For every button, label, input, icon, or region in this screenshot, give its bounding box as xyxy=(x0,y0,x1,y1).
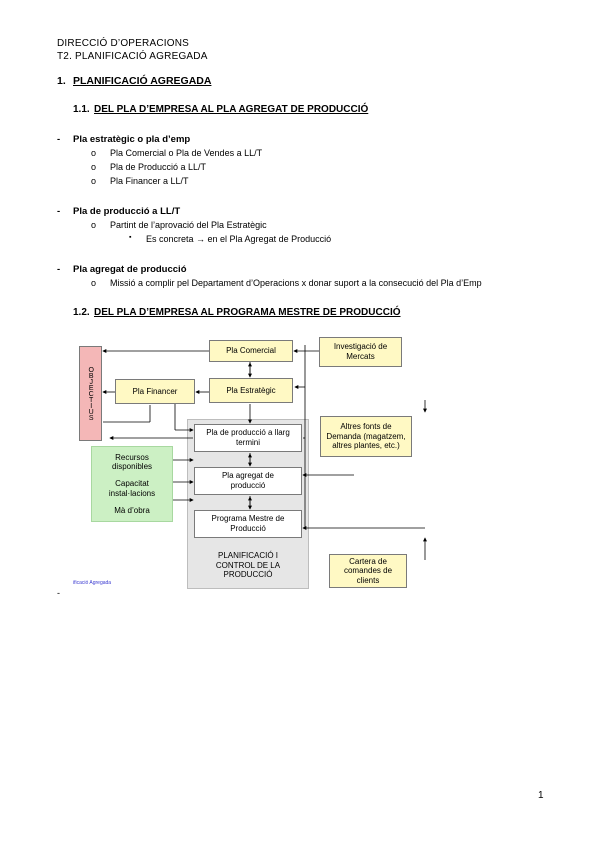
header-line-2: T2. PLANIFICACIÓ AGREGADA xyxy=(57,51,208,62)
pla-comercial-label: Pla Comercial xyxy=(226,346,276,356)
capacitat-label: Capacitat instal·lacions xyxy=(108,479,156,498)
planificacio-control-label: PLANIFICACIÓ I CONTROL DE LA PRODUCCIÓ xyxy=(215,551,281,580)
section-1-1-title: DEL PLA D’EMPRESA AL PLA AGREGAT DE PROD… xyxy=(94,104,369,115)
objectius-box: OBJECTIUS xyxy=(79,346,102,441)
list-subitem: Pla Financer a LL/T xyxy=(110,176,189,186)
list-subitem: Missió a complir pel Departament d’Opera… xyxy=(110,278,482,288)
ma-obra-label: Mà d’obra xyxy=(114,505,150,515)
pla-estrategic-label: Pla Estratègic xyxy=(226,385,276,395)
pla-estrategic-box: Pla Estratègic xyxy=(209,378,293,403)
objectius-label: OBJECTIUS xyxy=(87,366,95,421)
pla-llarg-termini-box: Pla de producció a llarg termini xyxy=(194,424,302,452)
recursos-box: Recursos disponibles Capacitat instal·la… xyxy=(91,446,173,522)
circle-bullet: o xyxy=(91,162,97,172)
list-subitem: Pla de Producció a LL/T xyxy=(110,162,207,172)
trailing-dash: - xyxy=(57,588,60,598)
header-line-1: DIRECCIÓ D’OPERACIONS xyxy=(57,38,189,49)
list-subitem: Partint de l’aprovació del Pla Estratègi… xyxy=(110,220,267,230)
list-dash: - xyxy=(57,264,61,275)
recursos-label: Recursos disponibles xyxy=(111,452,153,472)
pla-financer-label: Pla Financer xyxy=(132,386,178,396)
pla-agregat-label: Pla agregat de producció xyxy=(221,471,275,490)
list-item-title: Pla agregat de producció xyxy=(73,264,187,275)
list-dash: - xyxy=(57,134,61,145)
altres-fonts-label: Altres fonts de Demanda (magatzem, altre… xyxy=(326,422,406,451)
section-1-2-number: 1.2. xyxy=(73,307,90,318)
investigacio-mercats-box: Investigació de Mercats xyxy=(319,337,402,367)
section-1-title: PLANIFICACIÓ AGREGADA xyxy=(73,75,212,87)
circle-bullet: o xyxy=(91,148,97,158)
list-subsubitem: Es concreta → en el Pla Agregat de Produ… xyxy=(146,234,332,244)
square-bullet: ▪ xyxy=(129,234,132,241)
list-subitem: Pla Comercial o Pla de Vendes a LL/T xyxy=(110,148,263,158)
pla-comercial-box: Pla Comercial xyxy=(209,340,293,362)
list-item-title: Pla estratègic o pla d’emp xyxy=(73,134,191,145)
altres-fonts-box: Altres fonts de Demanda (magatzem, altre… xyxy=(320,416,412,457)
investigacio-mercats-label: Investigació de Mercats xyxy=(333,342,388,361)
programa-mestre-label: Programa Mestre de Producció xyxy=(211,514,285,533)
pla-agregat-box: Pla agregat de producció xyxy=(194,467,302,495)
page-number: 1 xyxy=(538,790,544,801)
section-1-number: 1. xyxy=(57,75,66,87)
cartera-comandes-label: Cartera de comandes de clients xyxy=(343,556,393,585)
programa-mestre-box: Programa Mestre de Producció xyxy=(194,510,302,538)
section-1-1-number: 1.1. xyxy=(73,104,90,115)
circle-bullet: o xyxy=(91,278,97,288)
list-item-title: Pla de producció a LL/T xyxy=(73,206,181,217)
list-dash: - xyxy=(57,206,61,217)
circle-bullet: o xyxy=(91,176,97,186)
diagram-caption: ificació Agregada xyxy=(73,580,112,586)
section-1-2-title: DEL PLA D’EMPRESA AL PROGRAMA MESTRE DE … xyxy=(94,307,401,318)
cartera-comandes-box: Cartera de comandes de clients xyxy=(329,554,407,588)
circle-bullet: o xyxy=(91,220,97,230)
pla-llarg-termini-label: Pla de producció a llarg termini xyxy=(206,428,290,447)
pla-financer-box: Pla Financer xyxy=(115,379,195,404)
